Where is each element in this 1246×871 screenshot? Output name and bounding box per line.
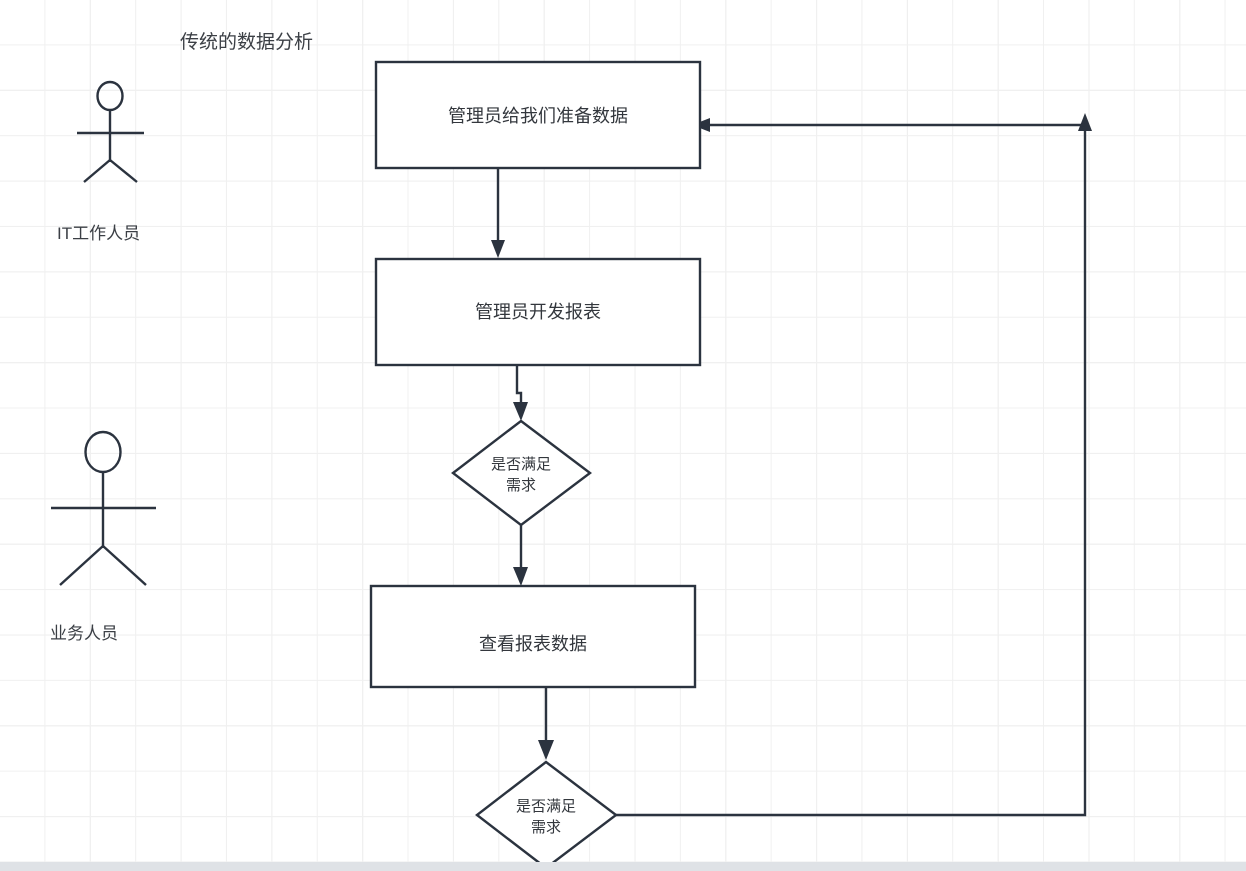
- connector-decision2-to-prepare[interactable]: [616, 113, 1092, 817]
- actor-it-staff-label: IT工作人员: [57, 224, 140, 243]
- process-box: [374, 60, 702, 170]
- node-decision-1[interactable]: 是否满足 需求: [451, 419, 592, 527]
- arrowhead-down-icon: [513, 567, 528, 586]
- node-prepare-data[interactable]: 管理员给我们准备数据: [374, 60, 702, 170]
- connector-path: [515, 365, 523, 405]
- node-label-line1: 是否满足: [491, 456, 551, 473]
- actor-left-leg-icon: [83, 159, 111, 183]
- actor-right-leg-icon: [109, 159, 138, 183]
- connector-view-to-decision2[interactable]: [538, 687, 554, 760]
- actor-left-leg-icon: [59, 545, 104, 586]
- actor-head-icon: [96, 80, 124, 112]
- process-box: [374, 257, 702, 367]
- arrowhead-up-icon: [1078, 113, 1092, 131]
- actor-right-leg-icon: [102, 545, 147, 586]
- decision-diamond: [451, 419, 592, 527]
- node-label-line1: 是否满足: [516, 798, 576, 815]
- arrowhead-down-icon: [513, 402, 528, 421]
- node-decision-2[interactable]: 是否满足 需求: [475, 760, 618, 870]
- arrowhead-down-icon: [491, 240, 505, 258]
- decision-diamond: [475, 760, 618, 870]
- process-box: [369, 584, 697, 689]
- connector-prepare-to-develop[interactable]: [491, 168, 505, 258]
- node-label: 管理员给我们准备数据: [448, 106, 628, 126]
- node-view-report-data[interactable]: 查看报表数据: [369, 584, 697, 689]
- arrowhead-down-icon: [538, 740, 554, 760]
- node-label-line2: 需求: [531, 819, 561, 836]
- actor-business-staff[interactable]: 业务人员: [50, 430, 156, 643]
- connector-develop-to-decision1[interactable]: [513, 365, 528, 421]
- connector-path: [616, 128, 1087, 817]
- connector-decision1-to-view[interactable]: [513, 525, 528, 586]
- node-develop-report[interactable]: 管理员开发报表: [374, 257, 702, 367]
- page-title: 传统的数据分析: [180, 31, 313, 53]
- actor-business-staff-label: 业务人员: [50, 624, 118, 643]
- node-label: 管理员开发报表: [475, 302, 601, 322]
- node-label: 查看报表数据: [479, 634, 587, 654]
- horizontal-scrollbar[interactable]: [0, 862, 1246, 871]
- node-label-line2: 需求: [506, 477, 536, 494]
- actor-head-icon: [84, 430, 122, 474]
- actor-it-staff[interactable]: IT工作人员: [57, 80, 144, 243]
